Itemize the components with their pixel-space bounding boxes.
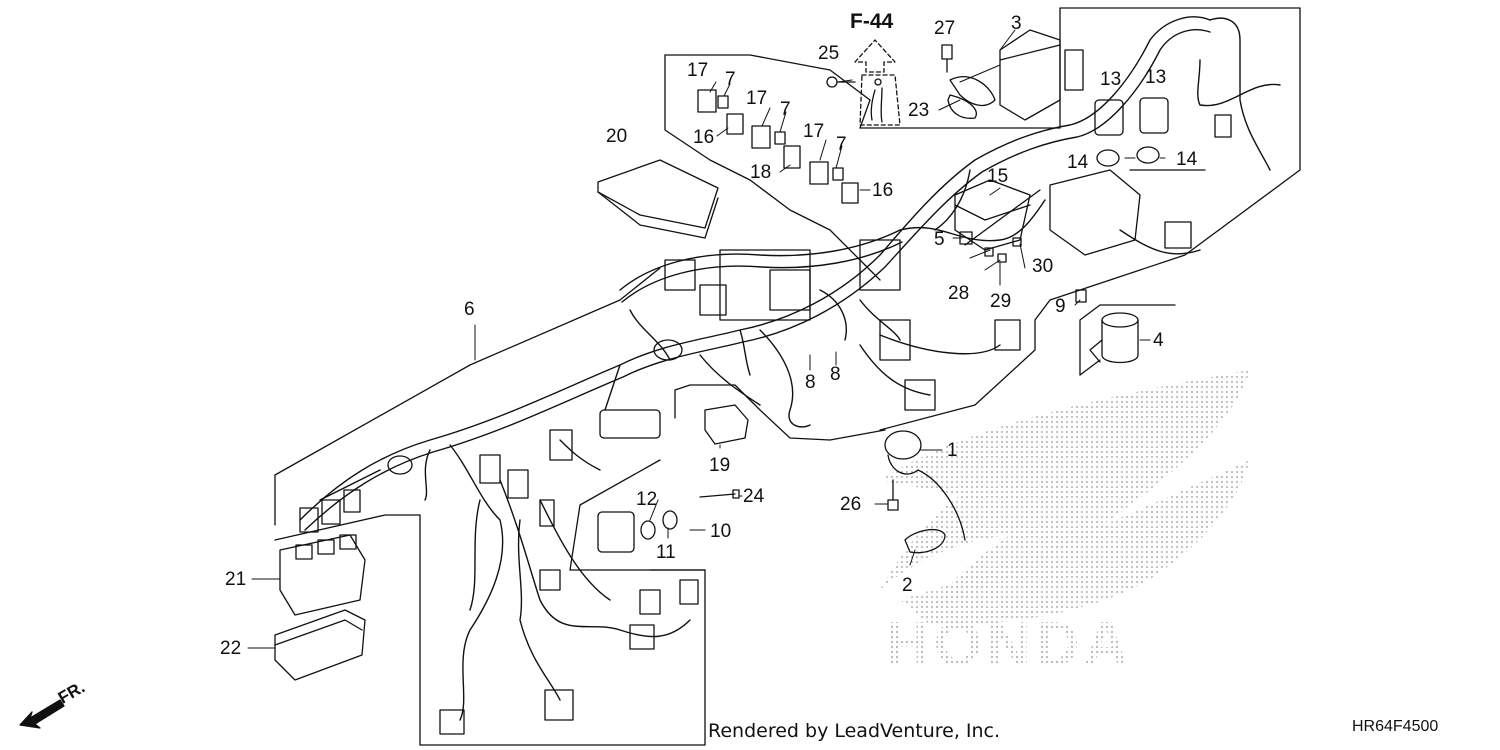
svg-text:HONDA: HONDA — [885, 610, 1132, 679]
callout-8b: 8 — [830, 364, 841, 385]
part-26-bolt — [887, 479, 899, 511]
callout-20: 20 — [606, 126, 628, 147]
callout-24: 24 — [743, 486, 765, 507]
part-15-fuse-box — [954, 169, 1141, 256]
callout-13b: 13 — [1145, 67, 1167, 88]
callout-25: 25 — [818, 43, 840, 64]
callout-16a: 16 — [693, 127, 715, 148]
callout-16b: 16 — [872, 180, 894, 201]
callout-7a: 7 — [725, 69, 736, 90]
callout-13a: 13 — [1100, 69, 1122, 90]
callout-22: 22 — [220, 638, 242, 659]
callout-9: 9 — [1055, 296, 1066, 317]
callout-15: 15 — [987, 166, 1009, 187]
callout-10: 10 — [710, 521, 732, 542]
honda-logo-watermark: HONDA — [885, 610, 1132, 679]
part-24-screw — [699, 489, 740, 499]
callout-17b: 17 — [746, 88, 768, 109]
callout-23: 23 — [908, 100, 930, 121]
callout-28: 28 — [948, 283, 970, 304]
main-harness — [299, 16, 1281, 721]
callout-3: 3 — [1011, 13, 1022, 34]
part-1-sensor — [884, 430, 966, 541]
callout-21: 21 — [225, 569, 247, 590]
part-4-canister — [1089, 312, 1139, 364]
part-27-bolt — [941, 44, 953, 73]
credit-text: Rendered by LeadVenture, Inc. — [708, 720, 1001, 742]
harness-connectors — [299, 49, 1232, 735]
callout-19: 19 — [709, 455, 731, 476]
callout-12: 12 — [636, 489, 658, 510]
callout-7c: 7 — [836, 134, 847, 155]
part-19-connector — [704, 404, 749, 445]
part-10-sensor — [597, 510, 678, 553]
callout-8a: 8 — [805, 372, 816, 393]
callout-30: 30 — [1032, 256, 1054, 277]
callout-27: 27 — [934, 18, 956, 39]
callout-6: 6 — [464, 299, 475, 320]
callout-18: 18 — [750, 162, 772, 183]
part-9-nut — [1075, 289, 1087, 303]
callout-4: 4 — [1153, 330, 1164, 351]
callout-2: 2 — [902, 575, 913, 596]
callout-17c: 17 — [803, 121, 825, 142]
part-23-band — [947, 76, 996, 119]
diagram-code: HR64F4500 — [1352, 718, 1439, 735]
part-2-terminal — [904, 528, 946, 554]
f44-reference-label: F-44 — [850, 10, 894, 33]
callout-14b: 14 — [1176, 149, 1198, 170]
part-20-cover — [597, 159, 719, 239]
callout-29: 29 — [990, 291, 1012, 312]
callout-26: 26 — [840, 494, 862, 515]
part-3-module — [999, 29, 1061, 121]
part-14-knobs — [1096, 146, 1160, 167]
honda-wing-watermark — [880, 370, 1250, 625]
group-outlines — [274, 7, 1301, 746]
part-22-cover — [274, 609, 366, 681]
callout-7b: 7 — [780, 99, 791, 120]
f44-reference-arrow — [854, 39, 901, 126]
callout-5: 5 — [934, 229, 945, 250]
part-13-switches — [1094, 97, 1169, 136]
front-direction-arrow — [19, 699, 65, 729]
part-21-ecu — [279, 534, 366, 616]
callout-17a: 17 — [687, 60, 709, 81]
relays — [697, 89, 859, 204]
callout-14a: 14 — [1067, 152, 1089, 173]
callout-1: 1 — [947, 440, 958, 461]
callout-11: 11 — [656, 542, 676, 563]
leader-lines — [247, 29, 1166, 649]
